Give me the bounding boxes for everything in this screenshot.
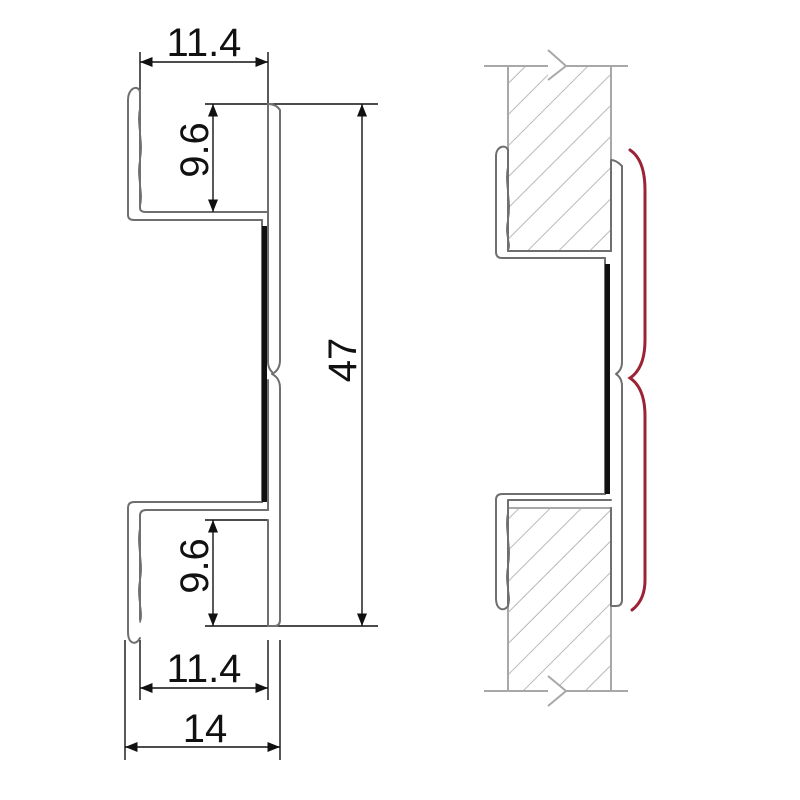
dim-overall-height: 47 xyxy=(321,338,365,383)
center-strip xyxy=(262,226,267,502)
installed-view xyxy=(484,49,647,707)
dim-top-height: 9.6 xyxy=(173,122,217,178)
dim-total-width: 14 xyxy=(183,707,228,751)
dim-bottom-height: 9.6 xyxy=(173,538,217,594)
dimension-lines xyxy=(125,56,368,753)
installed-center-strip xyxy=(605,264,610,494)
dim-top-width: 11.4 xyxy=(167,21,242,65)
extension-lines xyxy=(124,52,378,760)
seal-line xyxy=(627,148,647,612)
wall-panel-bottom xyxy=(484,507,628,707)
wall-panel-top xyxy=(484,49,628,252)
profile-section: 11.4 9.6 47 9.6 11.4 14 xyxy=(124,21,378,760)
dim-bottom-width: 11.4 xyxy=(167,647,242,691)
